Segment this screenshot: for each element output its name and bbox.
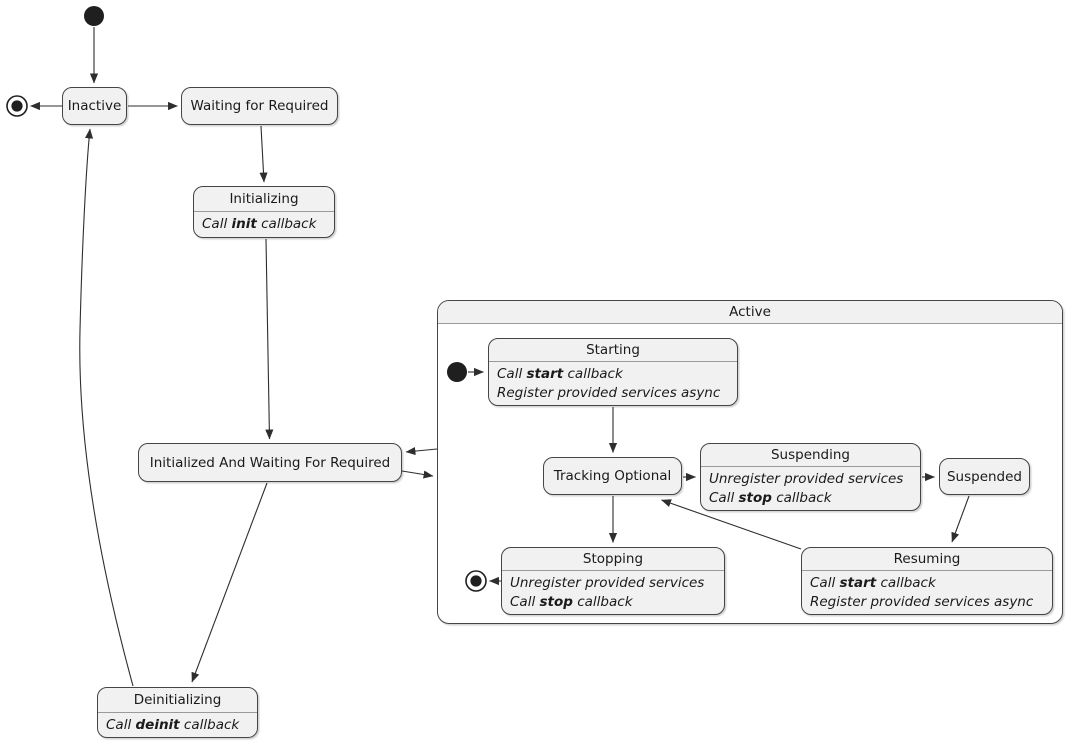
state-starting-body-line: Call start callback xyxy=(497,365,729,384)
final-state-icon-dot xyxy=(11,100,23,112)
state-waiting-for-required-label: Waiting for Required xyxy=(190,98,329,114)
body-text-bold: init xyxy=(231,216,257,232)
state-suspended-label: Suspended xyxy=(946,468,1023,485)
body-text: callback xyxy=(563,366,623,382)
state-starting-title: Starting xyxy=(489,339,737,362)
body-text: Call xyxy=(510,594,540,610)
state-stopping: Stopping Unregister provided services Ca… xyxy=(501,547,725,615)
state-stopping-body-line: Unregister provided services xyxy=(510,574,716,593)
state-resuming-body-line: Call start callback xyxy=(810,574,1044,593)
state-initializing-title: Initializing xyxy=(194,187,334,212)
body-text: Register provided services async xyxy=(810,594,1034,610)
state-stopping-body: Unregister provided services Call stop c… xyxy=(502,571,724,612)
body-text-bold: deinit xyxy=(135,717,180,733)
state-suspending-body: Unregister provided services Call stop c… xyxy=(701,467,920,508)
body-text-bold: stop xyxy=(738,490,772,506)
state-resuming-body-line: Register provided services async xyxy=(810,593,1044,612)
body-text-bold: start xyxy=(526,366,564,382)
state-initializing-body-line: Call init callback xyxy=(202,215,326,234)
state-starting-body-line: Register provided services async xyxy=(497,384,729,403)
state-deinitializing: Deinitializing Call deinit callback xyxy=(97,687,258,738)
state-stopping-title: Stopping xyxy=(502,548,724,571)
state-suspended: Suspended xyxy=(939,458,1030,495)
state-initializing-body: Call init callback xyxy=(194,212,334,234)
state-starting-body: Call start callback Register provided se… xyxy=(489,362,737,403)
body-text: Unregister provided services xyxy=(709,471,904,487)
state-resuming: Resuming Call start callback Register pr… xyxy=(801,547,1053,615)
state-deinitializing-body: Call deinit callback xyxy=(98,713,257,735)
state-resuming-title: Resuming xyxy=(802,548,1052,571)
state-suspending-title: Suspending xyxy=(701,444,920,467)
edge-deinitializing-to-inactive xyxy=(79,128,134,687)
state-inactive-label: Inactive xyxy=(67,98,122,114)
final-state-icon xyxy=(6,95,28,117)
edge-active-to-initialized-and-waiting xyxy=(405,447,438,456)
state-deinitializing-body-line: Call deinit callback xyxy=(106,716,249,735)
body-text: Call xyxy=(709,490,739,506)
body-text-bold: stop xyxy=(539,594,573,610)
body-text: callback xyxy=(876,575,936,591)
edge-waiting-for-required-to-initializing xyxy=(259,125,268,183)
body-text: callback xyxy=(572,594,633,610)
state-resuming-body: Call start callback Register provided se… xyxy=(802,571,1052,612)
body-text: callback xyxy=(256,216,317,232)
edge-initialized-and-waiting-to-deinitializing xyxy=(191,482,268,683)
state-deinitializing-title: Deinitializing xyxy=(98,688,257,713)
body-text: Call xyxy=(810,575,840,591)
state-stopping-body-line: Call stop callback xyxy=(510,593,716,612)
body-text: callback xyxy=(771,490,832,506)
state-initializing: Initializing Call init callback xyxy=(193,186,335,238)
body-text-bold: start xyxy=(839,575,877,591)
state-suspending-body-line: Unregister provided services xyxy=(709,470,912,489)
state-suspending: Suspending Unregister provided services … xyxy=(700,443,921,511)
state-suspending-body-line: Call stop callback xyxy=(709,489,912,508)
composite-state-active-title: Active xyxy=(438,301,1062,324)
state-initialized-and-waiting-for-required: Initialized And Waiting For Required xyxy=(138,443,402,482)
state-tracking-optional: Tracking Optional xyxy=(543,457,682,495)
body-text: Call xyxy=(497,366,527,382)
initial-state-dot xyxy=(84,6,104,26)
edge-initialized-and-waiting-to-active xyxy=(401,470,434,479)
body-text: Register provided services async xyxy=(497,385,721,401)
body-text: Unregister provided services xyxy=(510,575,705,591)
edge-initializing-to-initialized-and-waiting xyxy=(265,238,274,440)
state-tracking-optional-label: Tracking Optional xyxy=(553,468,672,484)
state-starting: Starting Call start callback Register pr… xyxy=(488,338,738,406)
state-inactive: Inactive xyxy=(62,87,127,125)
state-waiting-for-required: Waiting for Required xyxy=(181,87,338,125)
body-text: callback xyxy=(179,717,240,733)
state-initialized-and-waiting-for-required-label: Initialized And Waiting For Required xyxy=(149,454,391,471)
body-text: Call xyxy=(106,717,136,733)
body-text: Call xyxy=(202,216,232,232)
